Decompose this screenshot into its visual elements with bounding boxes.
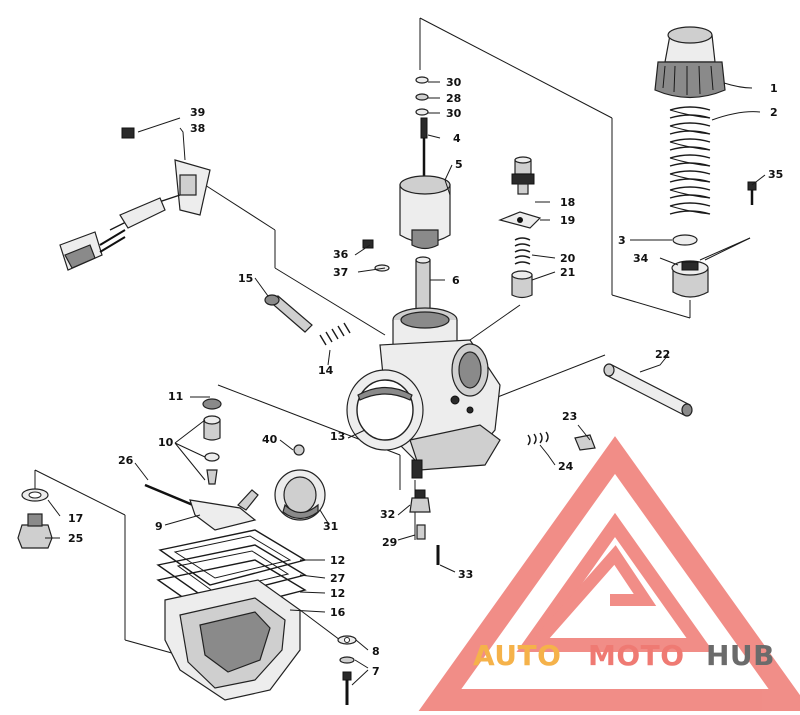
- carburetor-body: [346, 307, 501, 479]
- label-part-4: 4: [453, 132, 461, 145]
- throttle-stop-screw: [527, 431, 596, 451]
- label-part-2: 2: [770, 106, 778, 119]
- label-part-10: 10: [158, 436, 174, 449]
- drain-plug-set: [17, 488, 53, 549]
- throttle-position-sensor: [59, 127, 211, 271]
- float-bowl-stack: [156, 529, 307, 701]
- automotohub-logo: [418, 436, 800, 711]
- label-part-22: 22: [655, 348, 670, 361]
- label-part-6: 6: [452, 274, 460, 287]
- label-part-27: 27: [330, 572, 345, 585]
- label-part-29: 29: [382, 536, 397, 549]
- label-part-38: 38: [190, 122, 205, 135]
- wordmark-moto: MOTO: [588, 639, 685, 672]
- label-part-12b: 12: [330, 587, 345, 600]
- label-part-37: 37: [333, 266, 348, 279]
- wordmark-hub: HUB: [706, 639, 775, 672]
- mixing-chamber-cap: [654, 26, 726, 99]
- label-part-19: 19: [560, 214, 575, 227]
- jet-needle: [420, 117, 428, 185]
- throttle-slide: [399, 175, 451, 250]
- label-part-3: 3: [618, 234, 626, 247]
- label-part-20: 20: [560, 252, 576, 265]
- spring-seat-plate: [672, 234, 698, 246]
- label-part-32: 32: [380, 508, 395, 521]
- label-part-23: 23: [562, 410, 577, 423]
- pilot-air-screw-set: [362, 239, 390, 272]
- label-part-35: 35: [768, 168, 783, 181]
- main-jet-set: [409, 489, 440, 565]
- label-part-9: 9: [155, 520, 163, 533]
- label-part-36: 36: [333, 248, 349, 261]
- label-part-17: 17: [68, 512, 83, 525]
- assembly-lines: [34, 17, 751, 666]
- label-part-13: 13: [330, 430, 345, 443]
- label-part-15: 15: [238, 272, 253, 285]
- throttle-valve-spring: [669, 106, 711, 215]
- needle-clip-washers: [415, 76, 429, 116]
- label-leaders: [45, 81, 766, 686]
- part-number-labels: 1 2 3 4 5 6 7 8 9 10 11 12 12 13 14 15 1…: [68, 76, 783, 678]
- automotohub-wordmark: AUTO MOTO HUB: [473, 639, 775, 672]
- label-part-24: 24: [558, 460, 574, 473]
- throttle-valve: [671, 260, 709, 298]
- label-part-30a: 30: [446, 76, 462, 89]
- label-part-1: 1: [770, 82, 778, 95]
- label-part-33: 33: [458, 568, 473, 581]
- label-part-31: 31: [323, 520, 338, 533]
- float-arm: [189, 489, 259, 531]
- label-part-5: 5: [455, 158, 463, 171]
- label-part-11: 11: [168, 390, 183, 403]
- label-part-14: 14: [318, 364, 334, 377]
- label-part-30b: 30: [446, 107, 462, 120]
- valve-screw: [747, 181, 757, 205]
- label-part-25: 25: [68, 532, 83, 545]
- label-part-16: 16: [330, 606, 346, 619]
- bowl-screw-set: [337, 635, 357, 705]
- label-part-34: 34: [633, 252, 649, 265]
- label-part-7: 7: [372, 665, 380, 678]
- float-needle-valve: [202, 398, 222, 485]
- wordmark-auto: AUTO: [473, 639, 561, 672]
- label-part-28: 28: [446, 92, 461, 105]
- label-part-39: 39: [190, 106, 205, 119]
- label-part-26: 26: [118, 454, 134, 467]
- idle-adjust-screw: [264, 294, 351, 346]
- starter-plunger-assembly: [498, 156, 542, 299]
- label-part-12a: 12: [330, 554, 345, 567]
- float: [274, 444, 326, 521]
- label-part-18: 18: [560, 196, 575, 209]
- label-part-40: 40: [262, 433, 278, 446]
- vent-tube: [603, 363, 693, 417]
- label-part-21: 21: [560, 266, 575, 279]
- needle-jet: [415, 256, 431, 316]
- label-part-8: 8: [372, 645, 380, 658]
